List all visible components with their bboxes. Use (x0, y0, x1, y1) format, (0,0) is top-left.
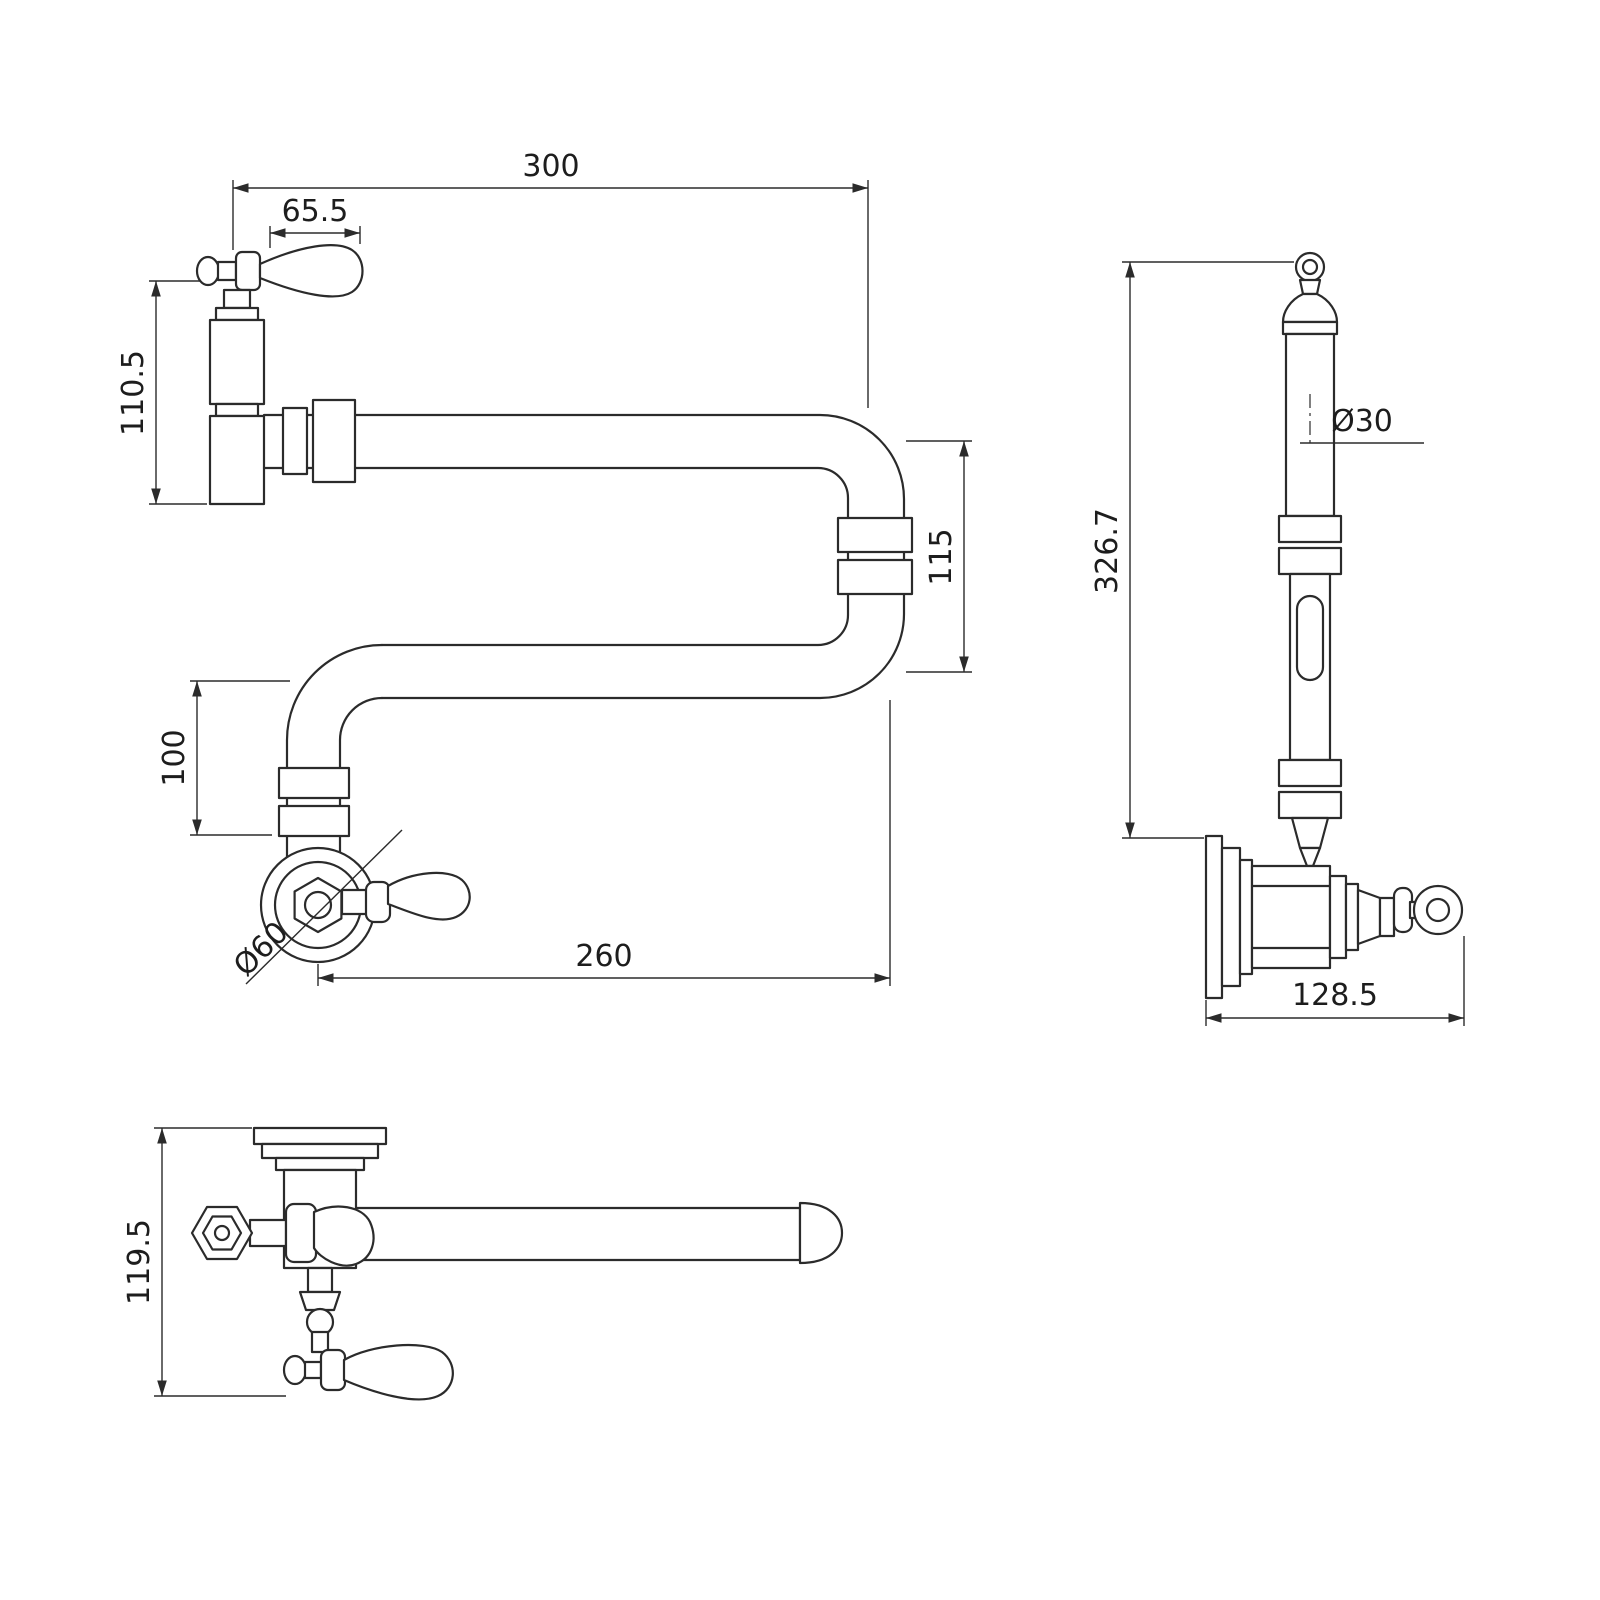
dim-wall-projection: 128.5 (1205, 936, 1465, 1026)
dim-spout-reach: 260 (317, 700, 891, 986)
plan-flange (252, 1126, 388, 1172)
dim-overall-width: 300 (232, 149, 869, 408)
swivel-lever-grip (386, 871, 471, 921)
column-coupling-ring (1277, 514, 1343, 544)
hex-knob (190, 1205, 254, 1261)
plan-lower-lever-grip (342, 1343, 454, 1401)
drop-coupling-ring (277, 804, 351, 838)
upper-lever-handle (195, 244, 364, 298)
bend-coupling-ring (836, 516, 914, 554)
base-diameter-leader (245, 829, 403, 985)
pipe-outer-edge (262, 413, 906, 700)
drop-pipe (277, 643, 384, 882)
coupling-ring (281, 406, 309, 476)
drop-coupling-ring (277, 766, 351, 800)
valve-housing (1250, 864, 1332, 970)
dim-overall-width-label: 300 (522, 149, 579, 184)
side-view: Ø30 326.7 128.5 (1090, 251, 1465, 1026)
side-column (1277, 251, 1343, 868)
upper-valve-body (208, 288, 266, 506)
top-ring-finial (1294, 251, 1326, 283)
dim-wall-projection-label: 128.5 (1292, 978, 1378, 1013)
plan-lever-grip (312, 1205, 375, 1267)
dim-body-depth-label: 119.5 (122, 1219, 157, 1305)
dim-elbow-drop: 100 (157, 680, 290, 836)
dim-pipe-diameter-label: Ø30 (1331, 404, 1393, 439)
finial-dome (1281, 292, 1339, 324)
column-coupling-ring (1277, 546, 1343, 576)
dim-overall-height: 326.7 (1090, 261, 1294, 839)
plan-view: 119.5 (122, 1126, 844, 1401)
column-slot-detail (1295, 594, 1325, 682)
dim-arm-spacing-label: 115 (924, 528, 959, 585)
plan-lower-handle (282, 1266, 454, 1401)
ring-handle (1412, 884, 1464, 936)
front-view: 300 65.5 110.5 115 100 Ø (116, 149, 972, 986)
wall-flange (1220, 846, 1242, 988)
dim-handle-length-label: 65.5 (282, 194, 349, 229)
swivel-base (259, 846, 471, 964)
wall-mount-assembly (1204, 834, 1464, 1000)
dim-elbow-drop-label: 100 (157, 729, 192, 786)
column-coupling-ring (1277, 790, 1343, 820)
dim-pipe-diameter: Ø30 (1300, 394, 1424, 444)
pipe-inner-edge (262, 466, 850, 647)
dim-overall-height-label: 326.7 (1090, 508, 1125, 594)
plan-hex-lever (190, 1202, 375, 1267)
lever-grip (258, 244, 364, 298)
dim-handle-length: 65.5 (269, 194, 361, 248)
pipe-end-cap (798, 1201, 844, 1265)
bend-coupling-ring (836, 558, 914, 596)
dim-handle-height-label: 110.5 (116, 350, 151, 436)
dim-body-depth: 119.5 (122, 1127, 286, 1397)
coupling-ring (311, 398, 357, 484)
column-coupling-ring (1277, 758, 1343, 788)
swing-arm-pipe (262, 398, 914, 700)
wall-plate (1204, 834, 1224, 1000)
dim-arm-spacing: 115 (906, 440, 972, 673)
dim-handle-height: 110.5 (116, 280, 207, 505)
dim-spout-reach-label: 260 (575, 939, 632, 974)
